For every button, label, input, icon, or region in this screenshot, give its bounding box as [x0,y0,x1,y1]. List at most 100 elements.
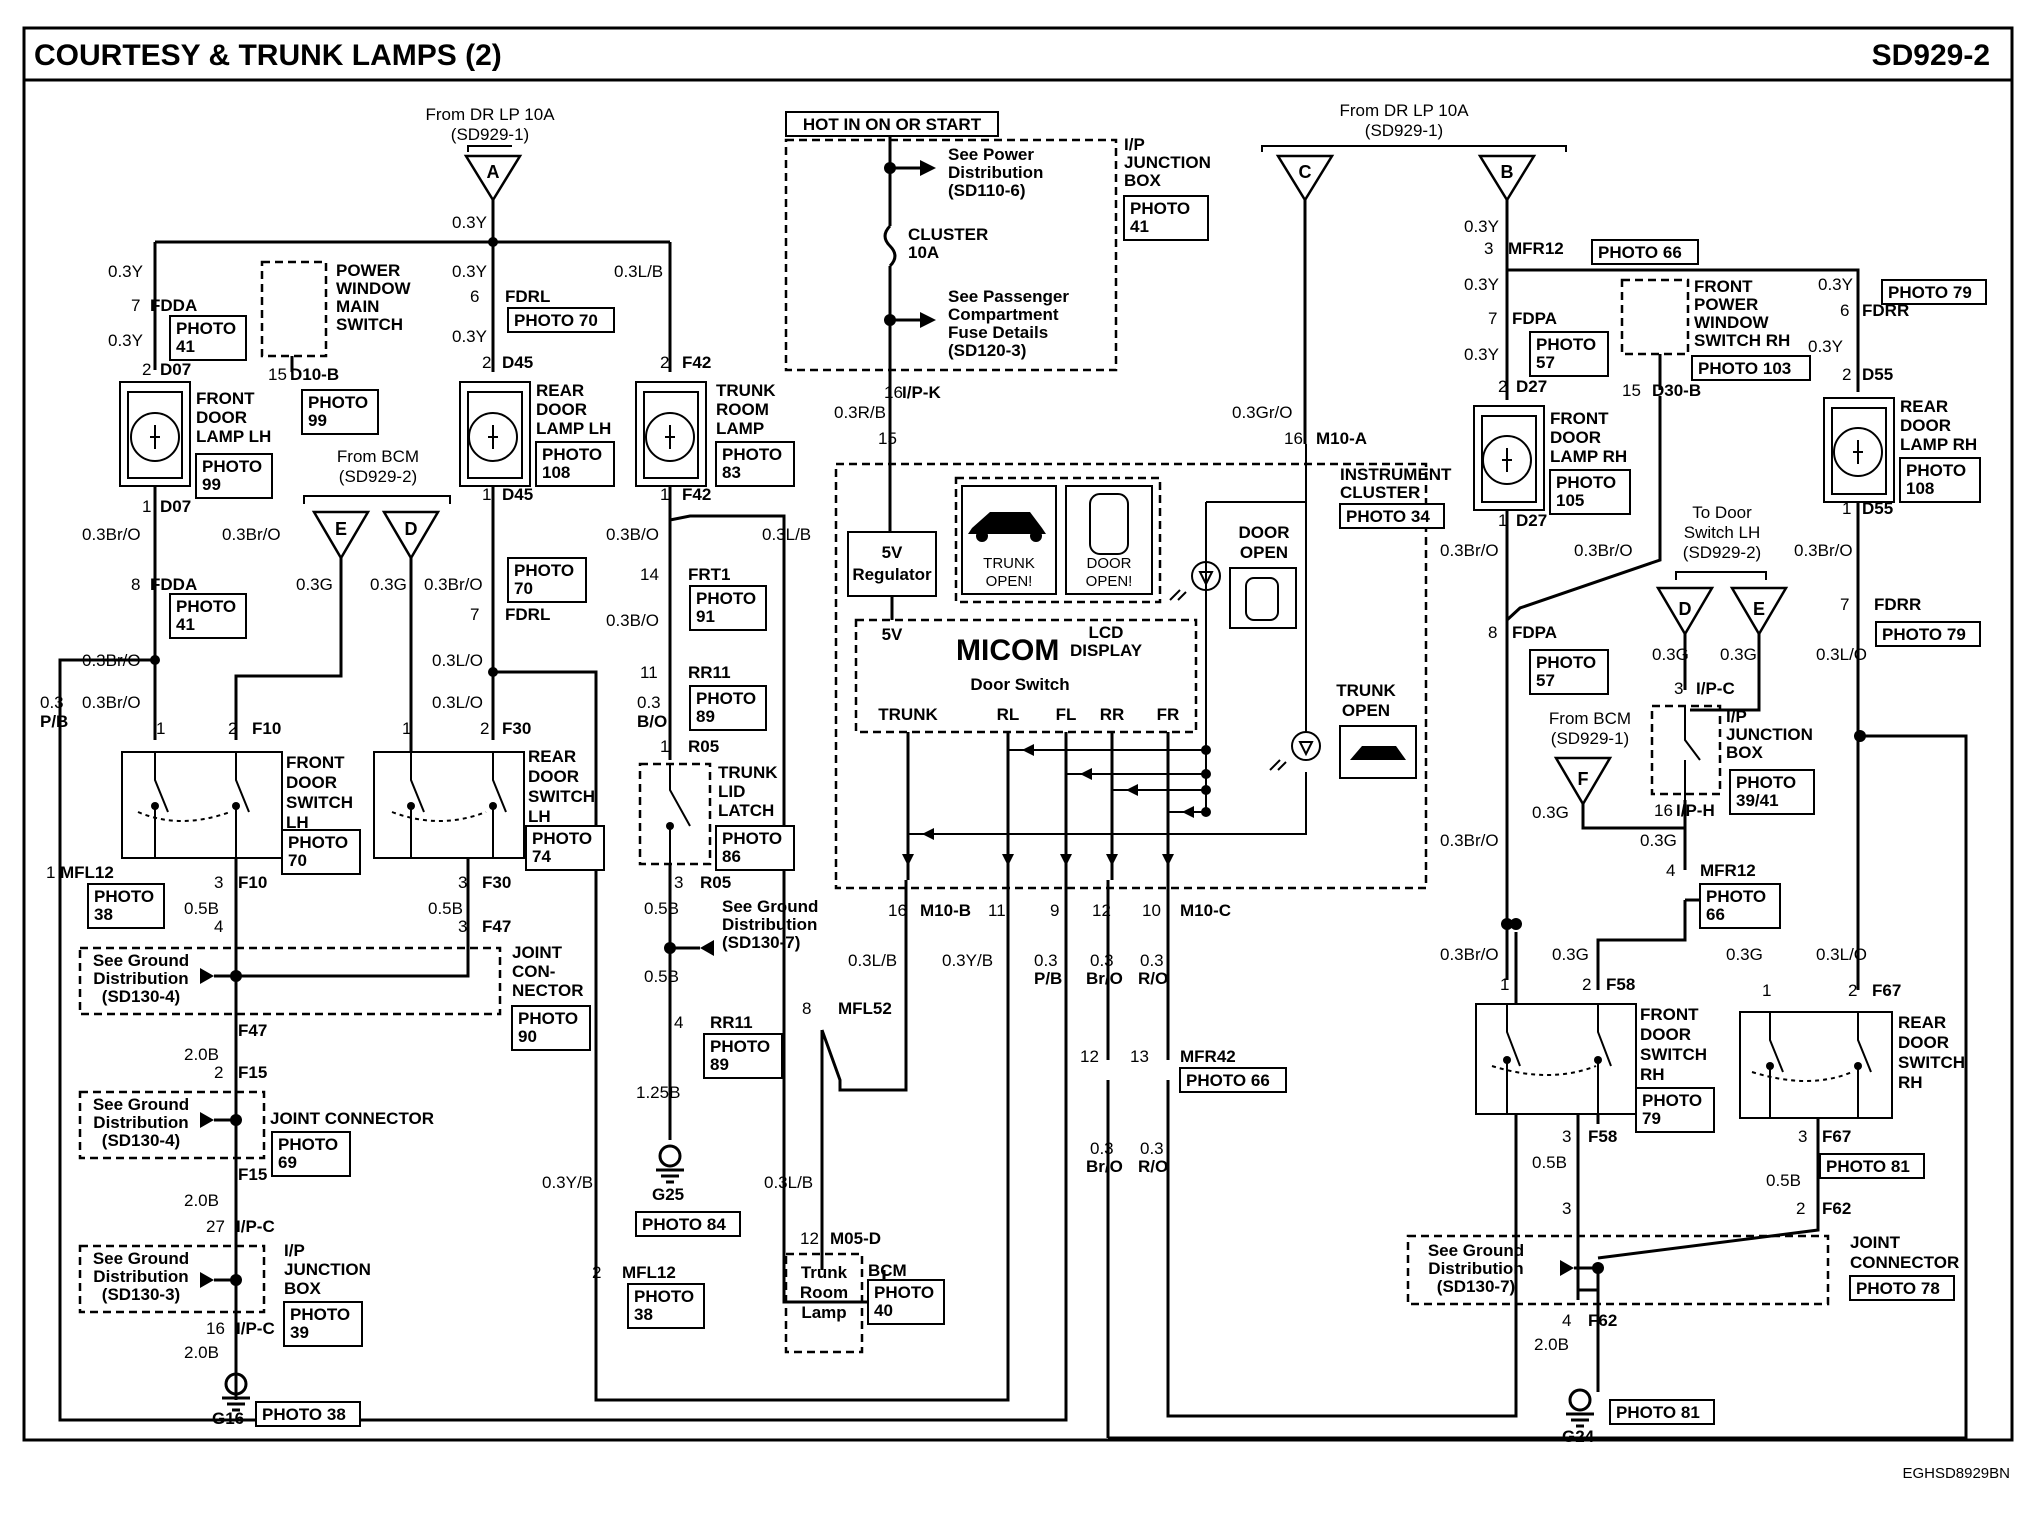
svg-text:PHOTO 81: PHOTO 81 [1826,1157,1910,1176]
svg-text:41: 41 [176,615,195,634]
connector-a: A [463,154,523,203]
svg-text:D: D [405,519,418,539]
wire-label: 0.3Y/B [942,951,993,970]
svg-text:TRUNK: TRUNK [1336,681,1396,700]
wire-label: D07 [160,497,191,516]
wire-label: MFR12 [1700,861,1756,880]
photo-66-c: PHOTO 66 [1179,1067,1287,1093]
wire-label: 2 [1582,975,1591,994]
wire-label: 6 [1840,301,1849,320]
photo-103: PHOTO 103 [1691,355,1811,381]
svg-text:70: 70 [288,851,307,870]
wire-label: F67 [1872,981,1901,1000]
svg-text:LCD: LCD [1089,623,1124,642]
svg-text:PHOTO 34: PHOTO 34 [1346,507,1430,526]
svg-text:RR: RR [1100,705,1125,724]
wire-label: F10 [238,873,267,892]
svg-text:I/P: I/P [1726,707,1747,726]
svg-text:REAR: REAR [1900,397,1948,416]
svg-text:Lamp: Lamp [801,1303,846,1322]
wire-label: FDRR [1874,595,1921,614]
wire-label: RR11 [710,1013,753,1032]
svg-text:RH: RH [1640,1065,1665,1084]
wire-label: 0.5B [184,899,219,918]
wire-label: M10-B [920,901,971,920]
wire-label: 0.3Y [452,262,487,281]
wire-label: 0.3Y [452,327,487,346]
ip-junction-box-lower: I/P JUNCTION BOX [284,1241,371,1298]
wire-label: 12 [1092,901,1111,920]
svg-text:DOOR: DOOR [1640,1025,1691,1044]
door-open-indicator: DOOR OPEN [1169,523,1297,629]
page-code: SD929-2 [1872,39,1990,72]
micom: MICOM Door Switch TRUNK RL FL RR FR [854,618,1198,734]
wire-label: 14 [640,565,659,584]
wire-label: 0.3G [1640,831,1677,850]
wire-label: 0.3Br/O [1440,831,1499,850]
svg-text:PHOTO: PHOTO [1706,887,1766,906]
wire-label: 3 [1798,1127,1807,1146]
wire-label: 11 [640,663,658,682]
svg-text:83: 83 [722,463,741,482]
svg-text:DOOR: DOOR [528,767,579,786]
trunk-open-indicator: TRUNK OPEN [1269,681,1417,779]
wire-label: 1 [156,719,165,738]
rear-door-switch-rh: REAR DOOR SWITCH RH [1739,1011,1965,1119]
svg-text:PHOTO 70: PHOTO 70 [514,311,598,330]
wire-label: 0.3Y [108,331,143,350]
svg-text:86: 86 [722,847,741,866]
wire-label: 13 [1130,1047,1149,1066]
source-door-switch-lh: To Door Switch LH (SD929-2) [1675,503,1767,580]
svg-text:91: 91 [696,607,715,626]
wire-label: 3 [458,917,467,936]
wire-label: 7 [1840,595,1849,614]
svg-text:JUNCTION: JUNCTION [1124,153,1211,172]
svg-text:DOOR: DOOR [1550,428,1601,447]
svg-text:38: 38 [634,1305,653,1324]
wire-label: P/B [40,712,68,731]
svg-text:40: 40 [874,1301,893,1320]
wire-label: 0.3 [1140,1139,1164,1158]
wire-label: 1 [1762,981,1771,1000]
svg-text:PHOTO: PHOTO [278,1135,338,1154]
wire-label: 16 [888,901,907,920]
hot-in-on-or-start-label: HOT IN ON OR START [785,111,999,137]
photo-78: PHOTO 78 [1849,1275,1955,1301]
wire-label: F15 [238,1063,267,1082]
wire-label: F58 [1588,1127,1617,1146]
wire-label: 0.3Br/O [222,525,281,544]
svg-text:DOOR: DOOR [1900,416,1951,435]
svg-text:BOX: BOX [1124,171,1162,190]
wire-label: F47 [482,917,511,936]
wire-label: 0.3L/O [1816,945,1867,964]
photo-81-g24: PHOTO 81 [1609,1399,1715,1425]
svg-text:JUNCTION: JUNCTION [284,1260,371,1279]
svg-text:WINDOW: WINDOW [336,279,412,298]
wire-label: 16 [206,1319,225,1338]
wire-label: 2 [1498,377,1507,396]
svg-text:FRONT: FRONT [196,389,255,408]
svg-text:LAMP LH: LAMP LH [196,427,271,446]
wire-label: 2 [142,360,151,379]
ground-g25: G25 [652,1144,684,1204]
photo-38-g16: PHOTO 38 [255,1401,361,1427]
svg-text:(SD130-4): (SD130-4) [102,1131,180,1150]
photo-81-a: PHOTO 81 [1819,1153,1925,1179]
svg-text:B: B [1501,162,1514,182]
wire-label: 2 [228,719,237,738]
wire-label: P/B [1034,969,1062,988]
svg-text:PHOTO: PHOTO [1536,653,1596,672]
svg-text:PHOTO: PHOTO [308,393,368,412]
wire-label: Br/O [1086,969,1123,988]
